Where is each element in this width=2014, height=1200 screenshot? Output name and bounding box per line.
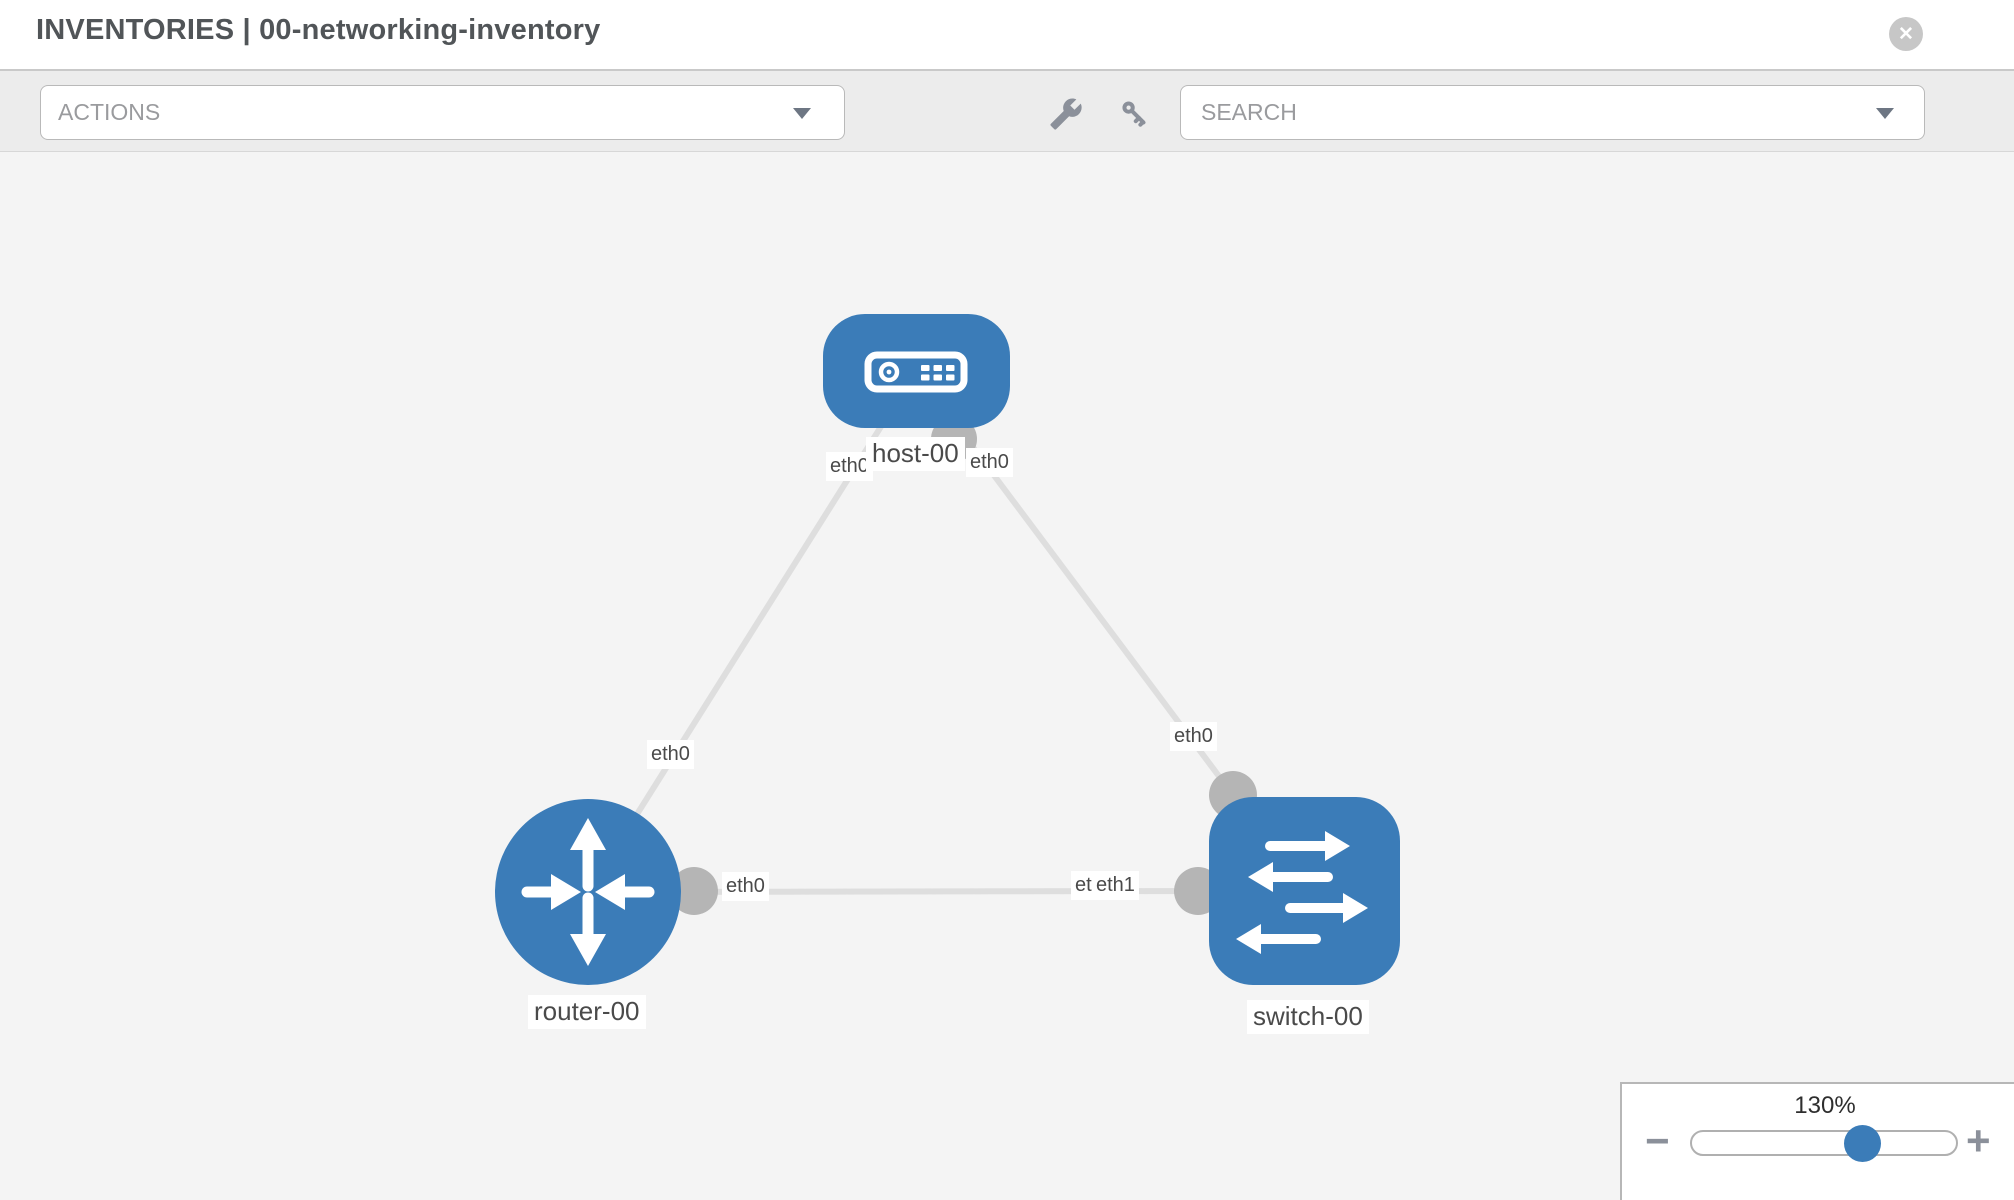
interface-label-host-eth0-left: eth0 bbox=[826, 452, 873, 481]
node-label-switch-00: switch-00 bbox=[1247, 1000, 1369, 1034]
zoom-level: 130% bbox=[1794, 1092, 1856, 1119]
actions-dropdown[interactable]: ACTIONS bbox=[40, 85, 845, 140]
actions-dropdown-label: ACTIONS bbox=[58, 99, 161, 125]
minus-icon: − bbox=[1645, 1117, 1670, 1164]
interface-label-switch-eth0-top: eth0 bbox=[1170, 722, 1217, 751]
interface-label-router-eth0-right: eth0 bbox=[722, 872, 769, 901]
zoom-slider-handle[interactable] bbox=[1844, 1125, 1881, 1162]
node-switch-00[interactable] bbox=[1209, 797, 1400, 985]
header: INVENTORIES | 00-networking-inventory bbox=[0, 0, 2014, 69]
switch-node-shape[interactable] bbox=[1209, 797, 1400, 985]
interface-label-host-eth0-right: eth0 bbox=[966, 448, 1013, 477]
host-node-shape[interactable] bbox=[823, 314, 1010, 428]
close-button[interactable]: ✕ bbox=[1889, 17, 1923, 51]
interface-dots bbox=[670, 416, 1257, 915]
node-host-00[interactable] bbox=[823, 314, 1010, 428]
node-label-host-00: host-00 bbox=[866, 437, 965, 471]
wrench-icon bbox=[1050, 98, 1082, 130]
caret-down-icon bbox=[793, 108, 811, 119]
close-icon: ✕ bbox=[1898, 24, 1914, 45]
page-title: INVENTORIES | 00-networking-inventory bbox=[36, 14, 601, 46]
search-input[interactable]: SEARCH bbox=[1180, 85, 1925, 140]
interface-label-router-eth0-top: eth0 bbox=[647, 740, 694, 769]
plus-icon: + bbox=[1966, 1117, 1991, 1164]
wrench-button[interactable] bbox=[1049, 97, 1083, 131]
zoom-slider-track[interactable] bbox=[1690, 1130, 1958, 1156]
router-node-shape[interactable] bbox=[495, 799, 681, 985]
key-icon bbox=[1122, 101, 1146, 127]
zoom-in-button[interactable]: + bbox=[1966, 1120, 1991, 1162]
caret-down-icon bbox=[1876, 108, 1894, 119]
router-icon bbox=[521, 818, 655, 966]
node-router-00[interactable] bbox=[495, 799, 681, 985]
zoom-out-button[interactable]: − bbox=[1645, 1120, 1670, 1162]
host-icon bbox=[864, 351, 968, 393]
switch-icon bbox=[1236, 831, 1368, 954]
node-label-router-00: router-00 bbox=[528, 995, 646, 1029]
search-placeholder: SEARCH bbox=[1201, 99, 1297, 125]
key-button[interactable] bbox=[1119, 98, 1151, 130]
interface-label-switch-eth1: eth1 bbox=[1092, 871, 1139, 900]
interface-dot-router-eth0[interactable] bbox=[670, 867, 718, 915]
